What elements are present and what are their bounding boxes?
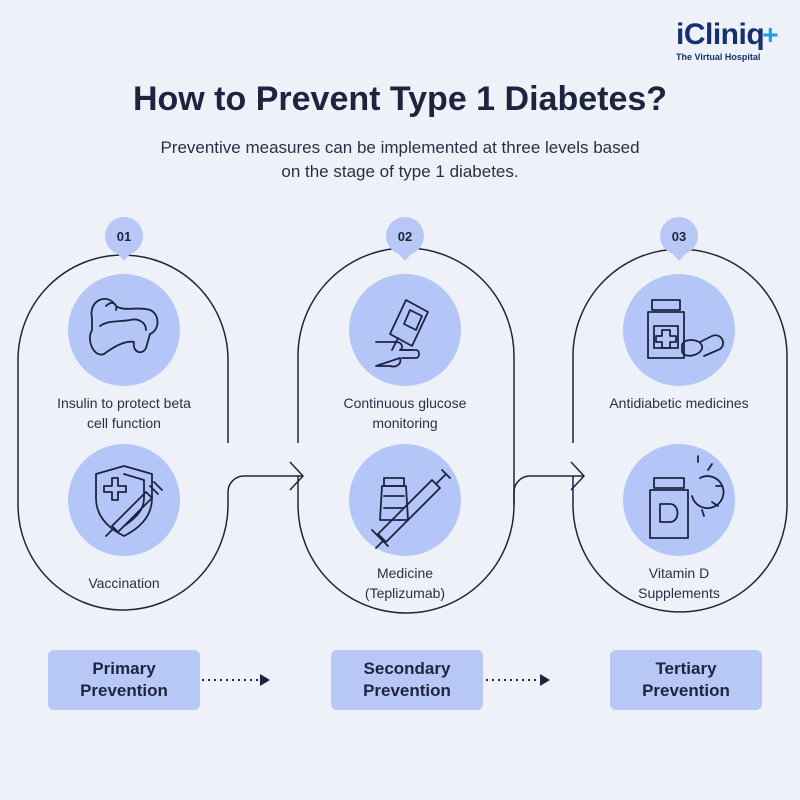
vial-syringe-icon — [371, 469, 451, 549]
step-number-03: 03 — [671, 229, 687, 244]
stage-label: Tertiary Prevention — [642, 659, 730, 700]
brand-name: iCliniq — [675, 18, 765, 51]
medicine-bottle-icon — [647, 299, 725, 359]
item-label: Vitamin D Supplements — [638, 565, 720, 601]
step-number-02: 02 — [397, 229, 413, 244]
step-badge-03 — [660, 217, 698, 261]
item-label: Continuous glucose monitoring — [343, 395, 467, 431]
item-label: Medicine (Teplizumab) — [364, 565, 446, 601]
vitamin-d-icon — [649, 455, 725, 539]
step-number-01: 01 — [116, 229, 132, 244]
stage-tertiary: Tertiary Prevention — [610, 650, 762, 710]
item-label: Antidiabetic medicines — [609, 395, 749, 411]
brand-tagline: The Virtual Hospital — [675, 52, 761, 62]
stage-secondary: Secondary Prevention — [331, 650, 483, 710]
page-title: How to Prevent Type 1 Diabetes? — [132, 80, 668, 118]
brand-logo: iCliniq+ The Virtual Hospital — [675, 18, 779, 63]
stage-label: Secondary Prevention — [363, 659, 451, 700]
vaccine-shield-icon — [95, 465, 163, 537]
item-label: Vaccination — [88, 575, 160, 591]
stage-primary: Primary Prevention — [48, 650, 200, 710]
flow-path — [17, 247, 788, 614]
plus-icon: + — [762, 19, 778, 50]
glucose-meter-icon — [375, 299, 429, 368]
item-label: Insulin to protect beta cell function — [57, 395, 191, 431]
pancreas-icon — [89, 298, 159, 356]
stage-connectors — [202, 674, 550, 686]
stage-label: Primary Prevention — [80, 659, 168, 700]
step-badge-01 — [105, 217, 143, 261]
step-badge-02 — [386, 217, 424, 261]
page-subtitle: Preventive measures can be implemented a… — [160, 138, 640, 181]
